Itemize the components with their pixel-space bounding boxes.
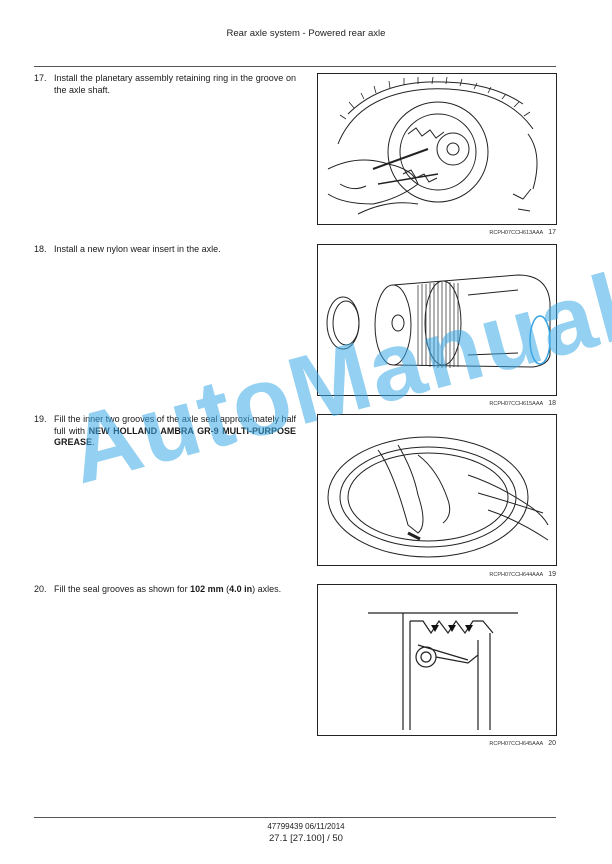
seal-groove-section-diagram	[368, 612, 518, 730]
header-rule	[34, 66, 556, 67]
step-17: 17. Install the planetary assembly retai…	[34, 73, 296, 96]
step-number: 19.	[34, 414, 47, 424]
figure-20-seal-grooves	[317, 584, 557, 736]
figure-number: 20	[548, 740, 556, 747]
step-20: 20. Fill the seal grooves as shown for 1…	[34, 584, 296, 596]
figure-17-planetary-ring	[317, 73, 557, 225]
figure-19-seal-grease	[317, 414, 557, 566]
figure-code: RCPH07CCH613AAA	[489, 230, 544, 236]
planetary-assembly-illustration	[327, 76, 538, 215]
footer-rule	[34, 817, 556, 818]
figure-number: 17	[548, 229, 556, 236]
axle-seal-grease-illustration	[327, 436, 549, 558]
figure-18-wear-insert	[317, 244, 557, 396]
figure-19-caption: RCPH07CCH644AAA 19	[440, 571, 556, 578]
step-number: 20.	[34, 584, 47, 594]
step-text: Fill the seal grooves as shown for 102 m…	[54, 584, 282, 594]
step-text: Install a new nylon wear insert in the a…	[54, 244, 221, 254]
dimension-mm: 102 mm	[190, 584, 224, 594]
figure-20-caption: RCPH07CCH645AAA 20	[440, 740, 556, 747]
figure-code: RCPH07CCH645AAA	[489, 741, 544, 747]
figure-code: RCPH07CCH615AAA	[489, 401, 544, 407]
footer-doc-id: 47799439 06/11/2014	[267, 822, 345, 831]
figure-number: 18	[548, 400, 556, 407]
step-number: 17.	[34, 73, 47, 83]
step-text: Fill the inner two grooves of the axle s…	[54, 414, 296, 448]
figure-17-caption: RCPH07CCH613AAA 17	[440, 229, 556, 236]
figure-18-caption: RCPH07CCH615AAA 18	[440, 400, 556, 407]
figure-code: RCPH07CCH644AAA	[489, 572, 544, 578]
step-18: 18. Install a new nylon wear insert in t…	[34, 244, 296, 256]
axle-wear-insert-illustration	[326, 274, 551, 368]
step-number: 18.	[34, 244, 47, 254]
figure-number: 19	[548, 571, 556, 578]
dimension-in: 4.0 in	[229, 584, 253, 594]
step-19: 19. Fill the inner two grooves of the ax…	[34, 414, 296, 449]
page-header-title: Rear axle system - Powered rear axle	[226, 28, 386, 39]
step-text: Install the planetary assembly retaining…	[54, 73, 296, 95]
footer-page-number: 27.1 [27.100] / 50	[269, 833, 343, 844]
grease-spec: NEW HOLLAND AMBRA GR-9 MULTI-PURPOSE GRE…	[54, 425, 296, 448]
